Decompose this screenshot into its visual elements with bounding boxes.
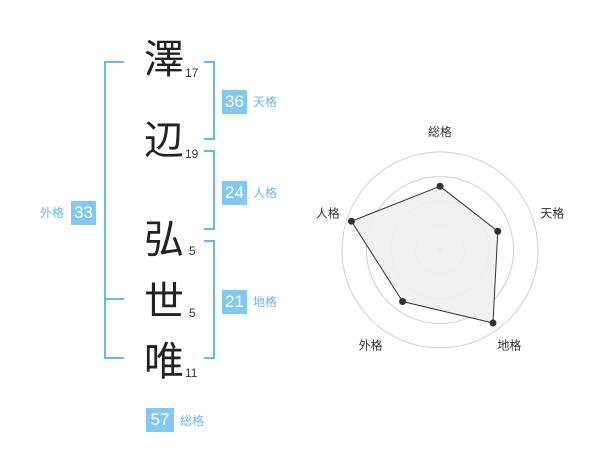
chikaku-label: 地格 [253, 295, 278, 309]
tenkaku-bracket-vertical [213, 61, 215, 140]
stroke-count-3: 5 [189, 244, 196, 258]
tenkaku-label: 天格 [253, 95, 278, 109]
jinkaku-bracket-bottom [204, 228, 215, 230]
chikaku-value-badge: 21 [222, 290, 247, 314]
gaikaku-value-badge: 33 [71, 201, 96, 225]
jinkaku-bracket-vertical [213, 150, 215, 230]
soukaku-value-badge: 57 [146, 408, 174, 432]
radar-axis-label-3: 地格 [497, 337, 521, 352]
tenkaku-bracket-bottom [204, 138, 215, 140]
radar-ring [366, 176, 514, 324]
radar-data-polygon [350, 185, 499, 324]
radar-point-5 [347, 217, 355, 225]
radar-point-3 [489, 319, 497, 327]
radar-axis-label-1: 総格 [428, 124, 452, 139]
radar-axis-label-2: 天格 [540, 206, 564, 221]
jinkaku-value-badge: 24 [222, 181, 247, 205]
gaikaku-bracket-top [104, 61, 124, 63]
name-char-1: 澤 [144, 37, 184, 83]
name-char-3: 弘 [144, 217, 184, 263]
stroke-count-1: 17 [185, 66, 199, 80]
radar-axis-label-4: 外格 [359, 337, 383, 352]
radar-axis-label-5: 人格 [316, 206, 340, 221]
radar-ring [341, 151, 539, 349]
gaikaku-bracket-mid [104, 298, 124, 300]
jinkaku-label: 人格 [253, 186, 278, 200]
jinkaku-bracket-top [204, 150, 215, 152]
name-char-2: 辺 [144, 118, 184, 164]
tenkaku-value-badge: 36 [222, 90, 247, 114]
gaikaku-label: 外格 [40, 206, 65, 220]
radar-point-4 [399, 298, 407, 306]
name-char-5: 唯 [144, 339, 184, 385]
chikaku-bracket-bottom [204, 357, 215, 359]
stroke-count-2: 19 [185, 147, 199, 161]
radar-point-2 [494, 227, 502, 235]
radar-points [347, 182, 502, 327]
stroke-count-5: 11 [185, 366, 198, 380]
gaikaku-bracket-vertical [104, 61, 106, 359]
chikaku-bracket-vertical [213, 240, 215, 359]
name-char-4: 世 [144, 279, 184, 325]
tenkaku-bracket-top [204, 61, 215, 63]
stroke-count-4: 5 [189, 306, 196, 320]
radar-point-1 [436, 182, 444, 190]
soukaku-label: 総格 [180, 414, 205, 428]
gaikaku-bracket-bottom [104, 357, 124, 359]
chikaku-bracket-top [204, 240, 215, 242]
